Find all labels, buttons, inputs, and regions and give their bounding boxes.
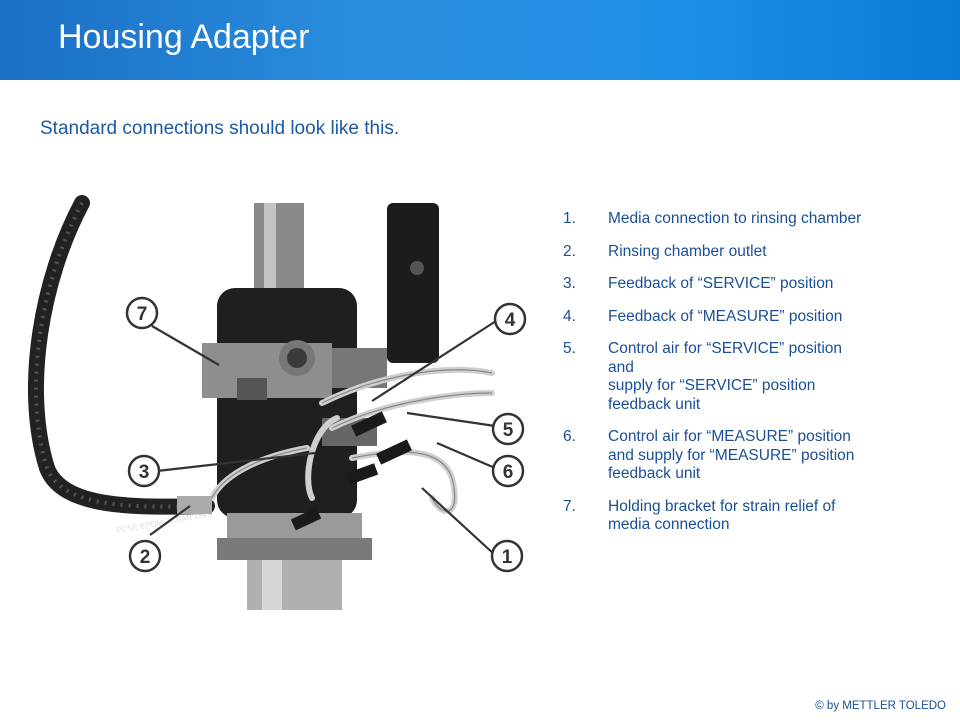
list-item: 6. Control air for “MEASURE” position an… [563,428,855,482]
slide-subtitle: Standard connections should look like th… [40,118,400,139]
title-bar: Housing Adapter [0,0,960,80]
callout-2: 2 [128,539,162,573]
callout-6: 6 [491,454,525,488]
svg-text:3: 3 [139,462,150,483]
copyright-footer: © by METTLER TOLEDO [815,700,946,712]
callout-4: 4 [493,302,527,336]
list-item: 5. Control air for “SERVICE” position an… [563,340,843,413]
callout-1: 1 [490,539,524,573]
list-item: 1. Media connection to rinsing chamber [563,210,862,227]
svg-text:4: 4 [505,310,516,331]
svg-text:5: 5 [503,420,514,441]
svg-text:6: 6 [503,462,514,483]
list-item: 7. Holding bracket for strain relief of … [563,497,836,534]
svg-text:7: 7 [137,304,148,325]
housing-body [217,288,357,518]
svg-text:1: 1 [502,547,513,568]
slide-title: Housing Adapter [58,18,310,56]
connections-list: 1. Media connection to rinsing chamber 2… [563,210,943,549]
list-item: 2. Rinsing chamber outlet [563,242,767,260]
list-item: 4. Feedback of “MEASURE” position [563,307,843,325]
right-tube [387,203,439,363]
callout-3: 3 [127,454,161,488]
svg-text:2: 2 [140,547,151,568]
housing-adapter-figure: PCSE EPDM 20 BAR DN 6 [27,195,527,610]
callout-5: 5 [491,412,525,446]
callout-7: 7 [125,296,159,330]
media-hose [27,195,215,515]
list-item: 3. Feedback of “SERVICE” position [563,275,834,292]
